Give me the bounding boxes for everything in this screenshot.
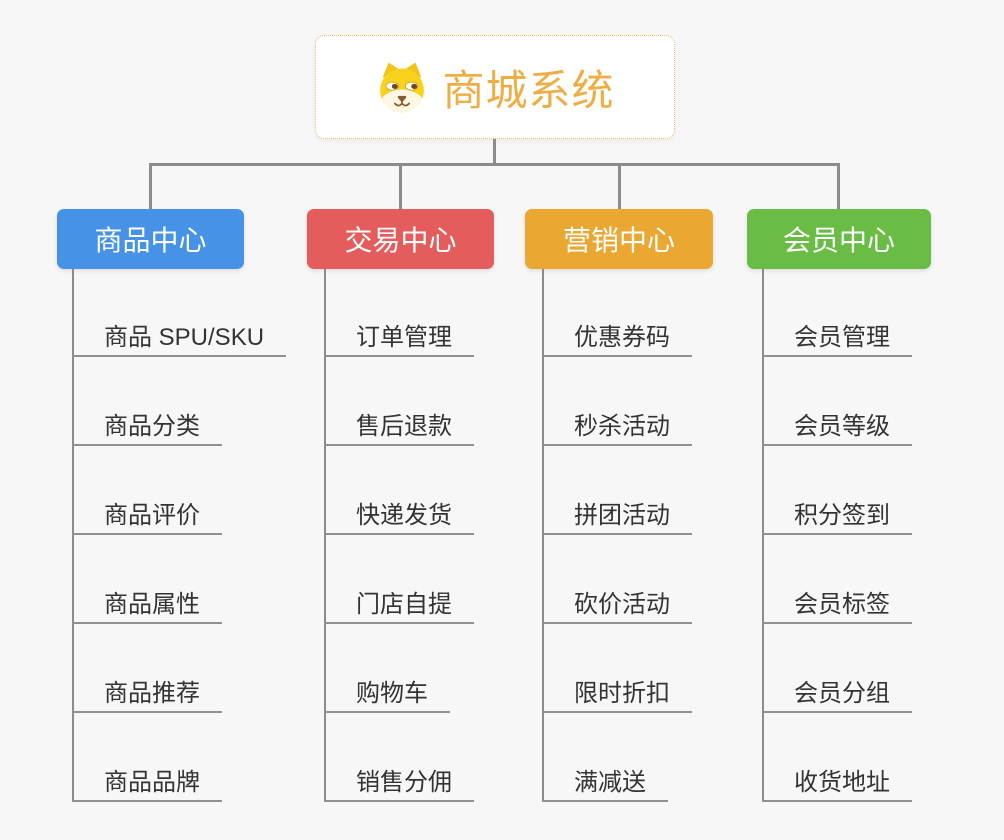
leaf-node[interactable]: 商品推荐 — [72, 667, 222, 713]
leaf-label: 限时折扣 — [574, 679, 670, 707]
leaf-node[interactable]: 快递发货 — [324, 489, 474, 535]
branch-label: 交易中心 — [344, 225, 457, 256]
leaf-node[interactable]: 商品分类 — [72, 400, 222, 446]
leaf-node[interactable]: 会员标签 — [762, 578, 912, 624]
leaf-node[interactable]: 会员分组 — [762, 667, 912, 713]
spine-member-center — [762, 269, 764, 802]
spine-product-center — [72, 269, 74, 802]
leaf-label: 拼团活动 — [574, 501, 670, 529]
branch-node-trade-center[interactable]: 交易中心 — [307, 209, 494, 269]
leaf-node[interactable]: 会员管理 — [762, 311, 912, 357]
branch-label: 营销中心 — [562, 225, 675, 256]
leaf-label: 快递发货 — [356, 501, 452, 529]
leaf-node[interactable]: 收货地址 — [762, 756, 912, 802]
leaf-label: 商品属性 — [104, 590, 200, 618]
leaf-node[interactable]: 拼团活动 — [542, 489, 692, 535]
root-node-mall-system[interactable]: 商城系统 — [315, 35, 675, 139]
leaf-node[interactable]: 销售分佣 — [324, 756, 474, 802]
leaf-label: 积分签到 — [794, 501, 890, 529]
root-node-label: 商城系统 — [442, 66, 615, 114]
connector-drop-products — [149, 163, 152, 209]
leaf-label: 订单管理 — [356, 323, 452, 351]
branch-node-marketing-center[interactable]: 营销中心 — [525, 209, 713, 269]
leaf-label: 会员等级 — [794, 412, 890, 440]
spine-trade-center — [324, 269, 326, 802]
connector-bus — [149, 163, 840, 166]
leaf-label: 售后退款 — [356, 412, 452, 440]
branch-label: 商品中心 — [94, 225, 207, 256]
leaf-node[interactable]: 商品品牌 — [72, 756, 222, 802]
leaf-node[interactable]: 积分签到 — [762, 489, 912, 535]
leaf-label: 门店自提 — [356, 590, 452, 618]
leaf-label: 销售分佣 — [356, 768, 452, 796]
leaf-node[interactable]: 秒杀活动 — [542, 400, 692, 446]
spine-marketing-center — [542, 269, 544, 802]
leaf-label: 优惠券码 — [574, 323, 670, 351]
leaf-label: 会员分组 — [794, 679, 890, 707]
branch-node-member-center[interactable]: 会员中心 — [747, 209, 931, 269]
shiba-dog-icon — [380, 62, 425, 113]
leaf-label: 秒杀活动 — [574, 412, 670, 440]
leaf-node[interactable]: 满减送 — [542, 756, 668, 802]
connector-drop-marketing — [618, 163, 621, 209]
leaf-node[interactable]: 优惠券码 — [542, 311, 692, 357]
leaf-node[interactable]: 门店自提 — [324, 578, 474, 624]
branch-node-product-center[interactable]: 商品中心 — [57, 209, 244, 269]
leaf-node[interactable]: 限时折扣 — [542, 667, 692, 713]
leaf-label: 购物车 — [356, 679, 428, 707]
leaf-label: 商品评价 — [104, 501, 200, 529]
leaf-label: 满减送 — [574, 768, 646, 796]
leaf-label: 收货地址 — [794, 768, 890, 796]
connector-drop-trade — [399, 163, 402, 209]
leaf-node[interactable]: 商品评价 — [72, 489, 222, 535]
leaf-node[interactable]: 售后退款 — [324, 400, 474, 446]
leaf-node[interactable]: 商品 SPU/SKU — [72, 311, 287, 357]
leaf-label: 商品推荐 — [104, 679, 200, 707]
leaf-label: 会员标签 — [794, 590, 890, 618]
leaf-label: 会员管理 — [794, 323, 890, 351]
connector-drop-members — [837, 163, 840, 209]
leaf-label: 商品分类 — [104, 412, 200, 440]
branch-label: 会员中心 — [782, 225, 895, 256]
leaf-node[interactable]: 商品属性 — [72, 578, 222, 624]
leaf-node[interactable]: 会员等级 — [762, 400, 912, 446]
leaf-label: 商品 SPU/SKU — [104, 323, 265, 351]
leaf-node[interactable]: 订单管理 — [324, 311, 474, 357]
leaf-label: 砍价活动 — [574, 590, 670, 618]
connector-root-stem — [493, 139, 496, 164]
leaf-node[interactable]: 购物车 — [324, 667, 450, 713]
leaf-label: 商品品牌 — [104, 768, 200, 796]
leaf-node[interactable]: 砍价活动 — [542, 578, 692, 624]
